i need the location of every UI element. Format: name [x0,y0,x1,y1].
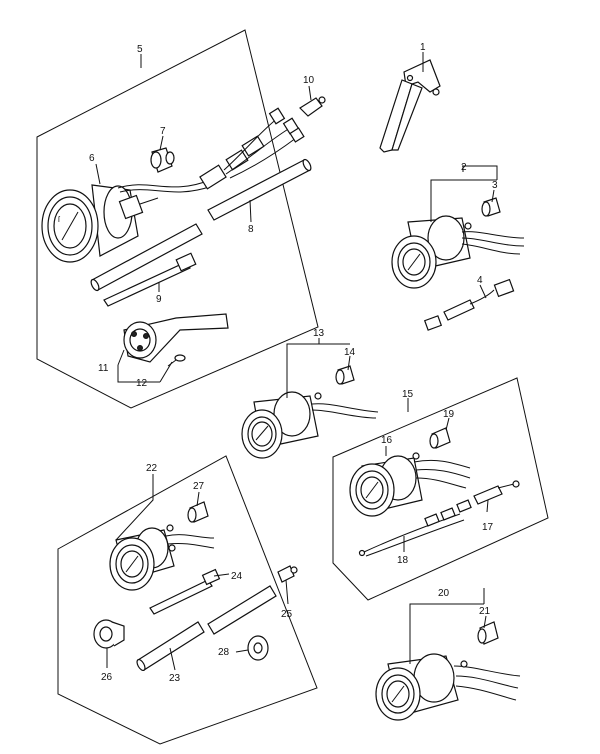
callout-24: 24 [231,571,243,582]
callout-2: 2 [461,162,467,173]
callout-9: 9 [156,294,162,305]
callout-12: 12 [136,378,148,389]
callout-7: 7 [160,126,166,137]
callout-1: 1 [420,42,426,53]
callout-20: 20 [438,588,450,599]
part-27-bulb [187,501,209,523]
callout-16: 16 [381,435,393,446]
callout-5: 5 [137,44,143,55]
callout-11: 11 [98,363,109,374]
part-2-gauge [391,215,525,289]
callout-22: 22 [146,463,158,474]
callout-17: 17 [482,522,494,533]
part-13-gauge [241,391,379,459]
part-9-cable-tie [103,252,197,307]
callout-23: 23 [169,673,181,684]
part-18-harness [358,499,472,557]
part-28-grommet [235,635,269,661]
part-21-bulb [477,621,499,645]
callout-27: 27 [193,481,205,492]
callout-26: 26 [101,672,113,683]
part-14-bulb [335,365,355,385]
part-6-gauge: ſ [41,179,213,263]
part-11-mount [123,313,229,363]
part-16-gauge [349,452,471,517]
part-22-gauge [109,524,215,591]
callout-18: 18 [397,555,409,566]
callout-15: 15 [402,389,414,400]
callout-10: 10 [303,75,315,86]
group-box-5 [36,29,319,409]
callout-4: 4 [477,275,483,286]
part-24-cable-tie [149,568,221,615]
callout-3: 3 [492,180,498,191]
part-4-lead [423,278,515,331]
part-10-harness [199,96,326,190]
callout-25: 25 [281,609,293,620]
callout-28: 28 [218,647,230,658]
part-19-bulb [429,427,451,449]
part-20-gauge [375,653,521,721]
part-25-connector [277,565,298,583]
callout-14: 14 [344,347,356,358]
group-box-22 [57,455,318,745]
callout-6: 6 [89,153,95,164]
part-12-screw [167,354,186,367]
part-23-tube [136,585,277,672]
svg-text:ſ: ſ [58,215,61,224]
part-17-lead [473,480,520,505]
part-8-tube [90,158,312,292]
group-box-15 [332,377,549,601]
callout-19: 19 [443,409,455,420]
part-26-mount [93,619,125,649]
callout-13: 13 [313,328,325,339]
leader-lines [95,54,498,671]
part-1-bracket [379,52,441,153]
part-7-bulb [150,147,175,173]
callout-8: 8 [248,224,254,235]
callout-21: 21 [479,606,491,617]
part-3-bulb [481,197,501,217]
